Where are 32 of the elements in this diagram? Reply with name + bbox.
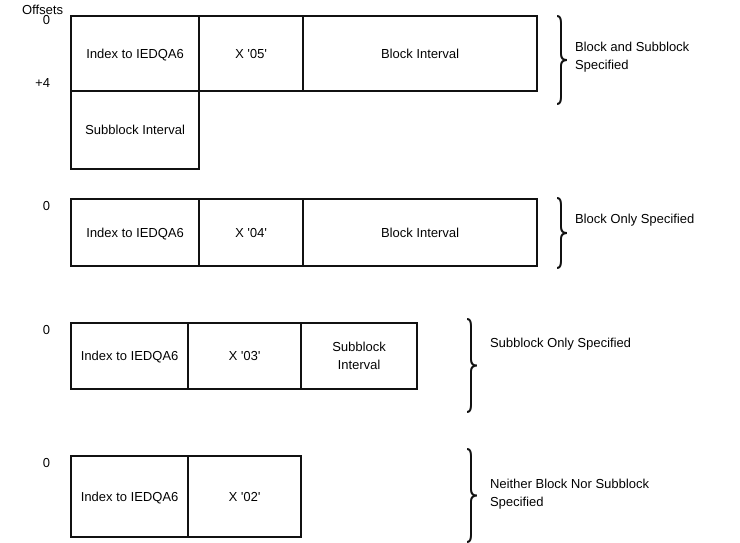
field-cell bbox=[187, 322, 302, 390]
offset-label: +4 bbox=[34, 75, 50, 91]
field-cell bbox=[198, 198, 304, 267]
cell-text: X '02' bbox=[228, 488, 260, 506]
field-cell bbox=[198, 15, 304, 92]
offset-label: 0 bbox=[42, 322, 50, 338]
cell-text: Index to IEDQA6 bbox=[86, 224, 184, 242]
field-cell bbox=[302, 15, 538, 92]
cell-text: Index to IEDQA6 bbox=[80, 347, 178, 365]
field-cell bbox=[70, 455, 189, 538]
brace-note: Block and Subblock Specified bbox=[575, 38, 690, 74]
cell-text: X '05' bbox=[235, 44, 267, 62]
brace-note: Block Only Specified bbox=[575, 210, 696, 228]
field-cell bbox=[70, 90, 200, 170]
field-cell bbox=[300, 322, 418, 390]
cell-text: Subblock Interval bbox=[331, 338, 387, 374]
field-cell bbox=[302, 198, 538, 267]
cell-text: Index to IEDQA6 bbox=[80, 488, 178, 506]
cell-text: Block Interval bbox=[380, 224, 460, 242]
brace-note: Neither Block Nor Subblock Specified bbox=[490, 475, 650, 511]
offset-label: 0 bbox=[42, 198, 50, 214]
cell-text: X '03' bbox=[228, 347, 260, 365]
cell-text: Index to IEDQA6 bbox=[86, 44, 184, 62]
cell-text: Block Interval bbox=[380, 44, 460, 62]
cell-text: Subblock Interval bbox=[85, 121, 185, 139]
cell-text: X '04' bbox=[235, 224, 267, 242]
field-cell bbox=[70, 322, 189, 390]
brace-note: Subblock Only Specified bbox=[490, 334, 632, 352]
field-cell bbox=[70, 15, 200, 92]
field-cell bbox=[70, 198, 200, 267]
offset-label: 0 bbox=[42, 455, 50, 471]
field-cell bbox=[187, 455, 302, 538]
